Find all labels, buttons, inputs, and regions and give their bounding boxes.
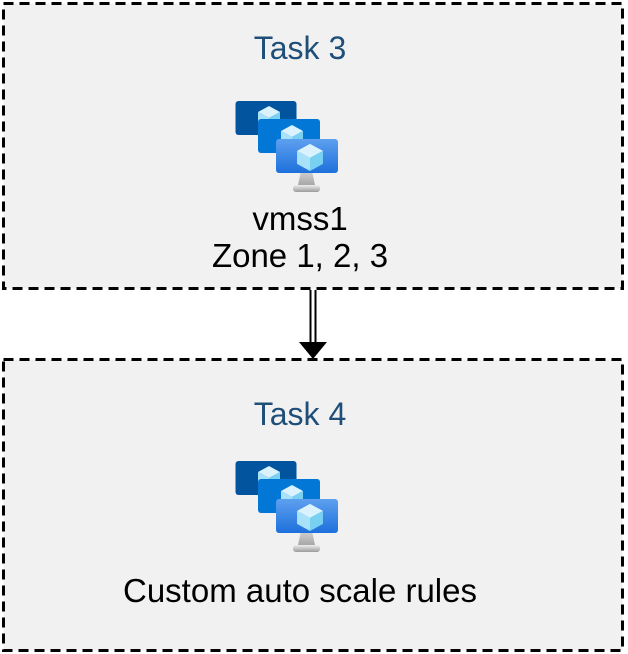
arrowhead-icon: [299, 342, 327, 359]
task4-title: Task 4: [253, 396, 347, 432]
vmss-zones-label: Zone 1, 2, 3: [211, 237, 389, 274]
task3-title: Task 3: [253, 30, 347, 66]
task3-caption: vmss1 Zone 1, 2, 3: [0, 200, 600, 274]
task4-caption: Custom auto scale rules: [0, 572, 600, 609]
autoscale-rules-label: Custom auto scale rules: [123, 572, 477, 609]
down-arrow-connector: [299, 290, 327, 359]
vmss-name-label: vmss1: [252, 200, 348, 237]
